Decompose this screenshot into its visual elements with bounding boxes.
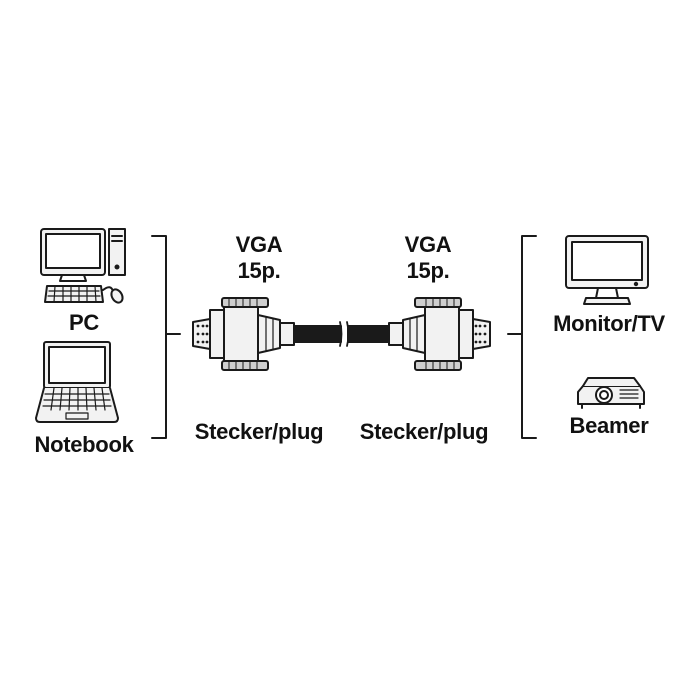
- beamer-label: Beamer: [569, 413, 649, 438]
- monitor-icon: [565, 235, 649, 305]
- projector-icon: [577, 377, 645, 409]
- left-bracket: [151, 235, 181, 439]
- right-bracket: [507, 235, 537, 439]
- left-connector-type-line2: 15p.: [237, 258, 281, 283]
- right-connector-type-line1: VGA: [404, 232, 452, 257]
- vga-connector-right-icon: [388, 297, 491, 371]
- left-connector-gender-label: Stecker/plug: [194, 419, 324, 444]
- notebook-icon: [35, 341, 119, 423]
- pc-label: PC: [69, 310, 99, 335]
- cable-icon: [293, 321, 397, 347]
- notebook-label: Notebook: [34, 432, 134, 457]
- pc-icon: [40, 228, 126, 304]
- right-connector-type-line2: 15p.: [406, 258, 450, 283]
- vga-connector-left-icon: [192, 297, 295, 371]
- right-connector-gender-label: Stecker/plug: [359, 419, 489, 444]
- monitor-label: Monitor/TV: [553, 311, 665, 336]
- left-connector-type-line1: VGA: [235, 232, 283, 257]
